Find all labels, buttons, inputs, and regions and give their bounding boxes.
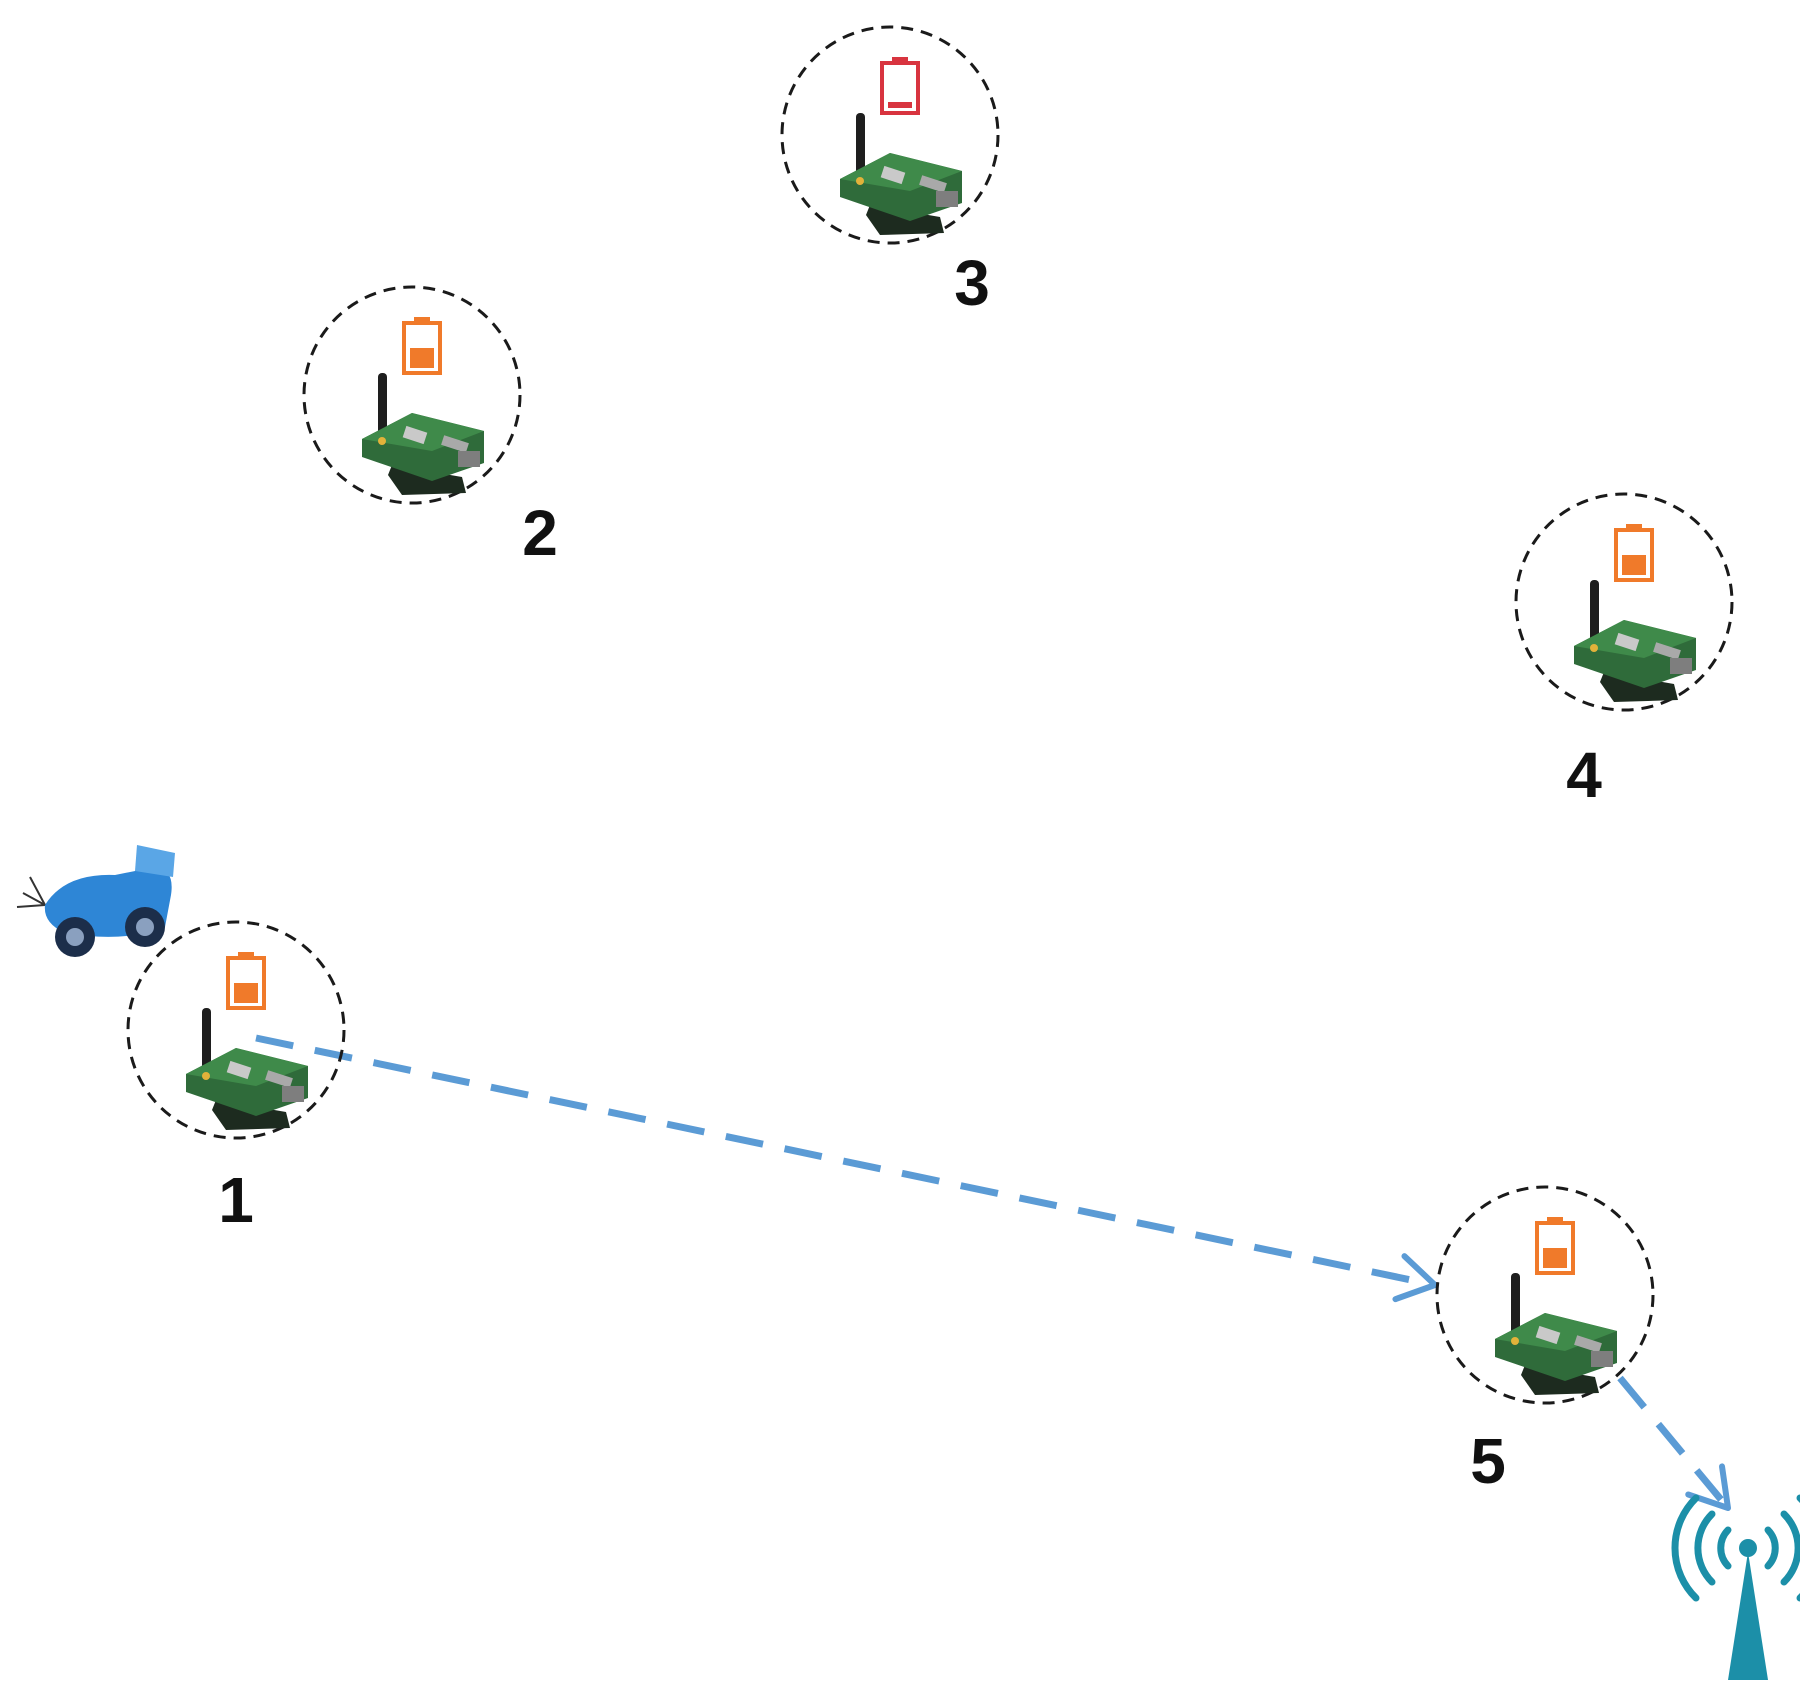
battery-level: [410, 348, 434, 368]
battery-icon: [226, 952, 266, 1010]
sensor-node-1: 1: [126, 920, 346, 1236]
sensor-board-icon: [186, 1008, 308, 1130]
battery-level: [888, 102, 912, 108]
range-circle: [126, 920, 346, 1140]
battery-level: [1622, 555, 1646, 575]
battery-icon: [1535, 1217, 1575, 1275]
link-node-1-node-5: [255, 1034, 1438, 1303]
sensor-nodes: 1 2 3 4 5: [126, 25, 1734, 1497]
sensor-node-3: 3: [780, 25, 1000, 319]
node-label: 4: [1566, 739, 1602, 811]
sensor-board-icon: [1574, 580, 1696, 702]
node-label: 1: [218, 1164, 254, 1236]
sensor-board-icon: [1495, 1273, 1617, 1395]
node-label: 2: [522, 497, 558, 569]
node-label: 5: [1470, 1425, 1506, 1497]
battery-icon: [880, 57, 920, 115]
sensor-board-icon: [840, 113, 962, 235]
sensor-node-2: 2: [302, 285, 558, 569]
mobile-robot-icon: [16, 845, 175, 957]
wireless-tower-icon: [1671, 1494, 1800, 1680]
links: [255, 1034, 1731, 1511]
arrowhead: [1685, 1463, 1731, 1511]
range-circle: [1514, 492, 1734, 712]
range-circle: [1435, 1185, 1655, 1405]
range-circle: [780, 25, 1000, 245]
arrowhead: [1392, 1253, 1438, 1303]
battery-icon: [1614, 524, 1654, 582]
range-circle: [302, 285, 522, 505]
link-node-5-base-station: [1617, 1375, 1731, 1511]
battery-icon: [402, 317, 442, 375]
sensor-board-icon: [362, 373, 484, 495]
battery-level: [1543, 1248, 1567, 1268]
node-label: 3: [954, 247, 990, 319]
sensor-node-4: 4: [1514, 492, 1734, 811]
sensor-node-5: 5: [1435, 1185, 1655, 1497]
battery-level: [234, 983, 258, 1003]
